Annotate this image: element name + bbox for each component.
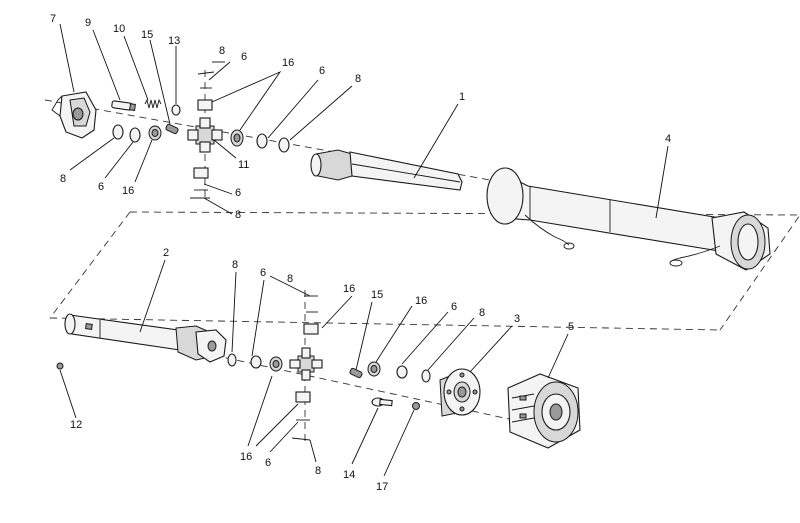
callout-6-top-d: 6 — [235, 187, 241, 199]
part-15-pin-top — [165, 123, 179, 135]
callout-16-bot-c: 16 — [240, 451, 252, 463]
callout-16-top-a: 16 — [282, 57, 294, 69]
part-6-seal-bottom-left — [250, 355, 262, 369]
part-6-seal-top-left — [129, 127, 141, 143]
callout-8-top-b: 8 — [355, 73, 361, 85]
connector-dashed-bottom — [49, 317, 721, 331]
safety-chain-left — [524, 214, 570, 246]
part-8-circlip-top-left — [112, 124, 124, 140]
part-8-circlip-stack-d — [291, 437, 311, 441]
part-4-guard-tube — [486, 167, 771, 271]
callout-13: 13 — [168, 35, 180, 47]
callout-6-bot-b: 6 — [451, 301, 457, 313]
callout-8-bot-b: 8 — [287, 273, 293, 285]
callout-16-top-b: 16 — [122, 185, 134, 197]
callout-16-bot-b: 16 — [415, 295, 427, 307]
part-16-bearing-stack-b — [193, 167, 209, 179]
part-16-bearing-stack-c — [303, 323, 319, 335]
part-14-bolt — [371, 397, 393, 407]
part-10-spring — [144, 98, 162, 109]
callout-7: 7 — [50, 13, 56, 25]
callout-5: 5 — [568, 321, 574, 333]
part-12-nut — [56, 362, 64, 370]
part-1-inner-tube — [310, 149, 463, 191]
part-11-cross-top — [187, 117, 223, 153]
part-2-outer-tube — [64, 313, 227, 363]
callout-8-top-c: 8 — [60, 173, 66, 185]
callout-1: 1 — [459, 91, 465, 103]
part-6-seal-bottom-right — [396, 365, 408, 379]
callout-6-top-c: 6 — [98, 181, 104, 193]
callout-3: 3 — [514, 313, 520, 325]
callout-10: 10 — [113, 23, 125, 35]
callout-15-bot: 15 — [371, 289, 383, 301]
callout-17: 17 — [376, 481, 388, 493]
callout-4: 4 — [665, 133, 671, 145]
part-16-bearing-top-left — [148, 125, 162, 141]
callout-8-top-a: 8 — [219, 45, 225, 57]
part-cross-bottom — [289, 347, 323, 381]
callout-16-bot-a: 16 — [343, 283, 355, 295]
part-3-flange-hub — [439, 368, 481, 417]
callout-8-top-d: 8 — [235, 209, 241, 221]
callout-9: 9 — [85, 17, 91, 29]
callout-6-bot-a: 6 — [260, 267, 266, 279]
callout-11: 11 — [238, 159, 249, 171]
part-7-yoke — [51, 91, 97, 139]
part-17-nut — [412, 402, 420, 410]
callout-15-top: 15 — [141, 29, 153, 41]
callout-8-bot-d: 8 — [315, 465, 321, 477]
part-13-ring — [171, 104, 181, 116]
part-16-bearing-bottom-left — [269, 356, 283, 372]
part-5-clutch — [507, 373, 581, 449]
guard-bell-right — [711, 211, 771, 271]
callout-6-top-b: 6 — [319, 65, 325, 77]
part-15-pin-bottom — [349, 367, 363, 379]
part-8-circlip-top-right — [278, 137, 290, 153]
safety-chain-right — [669, 245, 721, 263]
callout-12: 12 — [70, 419, 82, 431]
connector-dashed-left — [49, 211, 131, 319]
callout-6-top-a: 6 — [241, 51, 247, 63]
part-9-pin — [111, 100, 136, 111]
part-16-bearing-stack-d — [295, 391, 311, 403]
callout-6-bot-c: 6 — [265, 457, 271, 469]
part-6-seal-top-right — [256, 133, 268, 149]
part-8-circlip-stack-a — [197, 71, 215, 75]
callout-labels: 7 9 10 15 13 8 6 16 6 8 1 4 8 6 16 11 6 … — [50, 13, 671, 493]
callout-8-bot-a: 8 — [232, 259, 238, 271]
callout-2: 2 — [163, 247, 169, 259]
part-8-circlip-bottom-right — [421, 369, 431, 383]
part-16-bearing-bottom-right — [367, 361, 381, 377]
callout-14: 14 — [343, 469, 355, 481]
leader-lines — [59, 23, 669, 477]
part-8-circlip-bottom-left — [227, 353, 237, 367]
part-16-bearing-stack-a — [197, 99, 213, 111]
part-16-bearing-top-right — [230, 129, 244, 147]
callout-8-bot-c: 8 — [479, 307, 485, 319]
bottom-yoke — [195, 329, 227, 363]
